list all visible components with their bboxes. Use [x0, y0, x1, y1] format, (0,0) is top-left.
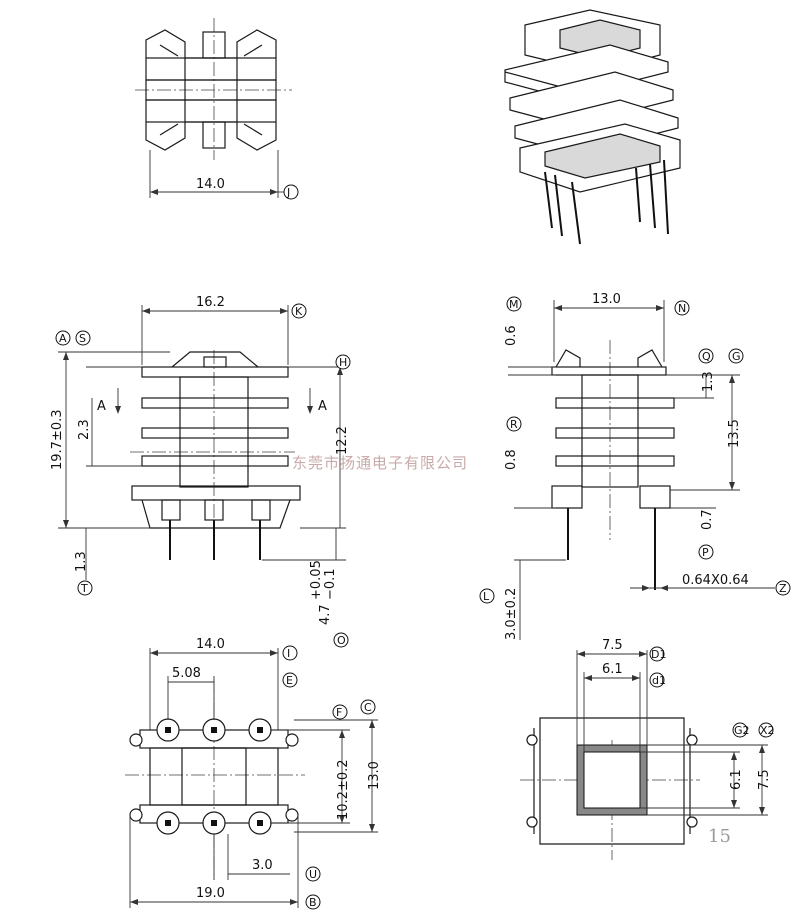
front-view: 16.2 K 19.7±0.3 A S 2.3 12.2 H A A 1.3 [50, 295, 351, 648]
callout-B: B [309, 896, 317, 909]
dim-pin-length: 4.7 [318, 604, 333, 625]
callout-G: G [732, 350, 741, 363]
dim-top-offset: 2.3 [77, 419, 92, 440]
dim-side-mid: 0.8 [504, 449, 519, 470]
dim-total-height: 19.7±0.3 [50, 409, 65, 470]
dim-side-height: 13.5 [727, 419, 742, 448]
callout-I: I [287, 647, 290, 660]
callout-D1: D1 [651, 648, 666, 661]
callout-T: T [80, 582, 88, 595]
dim-pin-offset: 3.0 [252, 858, 273, 873]
dim-core-inner-vertical: 6.1 [729, 769, 744, 790]
callout-A: A [59, 332, 67, 345]
callout-Q: Q [702, 350, 711, 363]
callout-S: S [79, 332, 86, 345]
callout-d1: d1 [652, 674, 666, 687]
section-label-right: A [318, 399, 327, 414]
callout-F: F [336, 706, 342, 719]
dim-side-pin-base: 0.7 [700, 509, 715, 530]
dim-bottom-depth: 13.0 [367, 761, 382, 790]
dim-pin-section: 0.64X0.64 [682, 573, 749, 588]
watermark: 东莞市扬通电子有限公司 [292, 454, 468, 472]
dim-pin-pitch: 5.08 [172, 666, 201, 681]
dim-side-pin-length: 3.0±0.2 [504, 588, 519, 640]
dim-winding-height: 12.2 [335, 426, 350, 455]
dim-overall-width: 19.0 [196, 886, 225, 901]
dim-front-width: 16.2 [196, 295, 225, 310]
callout-O: O [337, 634, 346, 647]
section-view: 7.5 D1 6.1 d1 6.1 7.5 G2 X2 [520, 638, 775, 860]
callout-R: R [510, 418, 518, 431]
dim-core-width: 7.5 [602, 638, 623, 653]
page-number: 15 [708, 826, 731, 847]
dim-pin-length-lower: −0.1 [323, 568, 338, 600]
callout-P: P [702, 546, 709, 559]
callout-M: M [509, 298, 519, 311]
dim-side-width: 13.0 [592, 292, 621, 307]
callout-U: U [309, 868, 317, 881]
callout-C: C [364, 701, 372, 714]
dim-core-inner: 6.1 [602, 662, 623, 677]
callout-E: E [286, 674, 293, 687]
top-view: 14.0 J [135, 18, 299, 200]
callout-X2: X2 [760, 724, 775, 737]
dim-side-top: 0.6 [504, 325, 519, 346]
callout-L: L [483, 590, 490, 603]
callout-J: J [286, 186, 290, 199]
callout-G2: G2 [734, 724, 750, 737]
callout-H: H [339, 356, 347, 369]
dim-flange-gap: 1.3 [701, 371, 716, 392]
callout-K: K [295, 305, 303, 318]
dim-row-pitch: 10.2±0.2 [336, 759, 351, 820]
dim-pin-base: 1.3 [74, 551, 89, 572]
callout-Z: Z [779, 582, 787, 595]
callout-N: N [678, 302, 686, 315]
isometric-view [504, 9, 681, 245]
section-label-left: A [97, 399, 106, 414]
bottom-view: 14.0 I 5.08 E 10.2±0.2 13.0 F C 3.0 U [125, 637, 382, 910]
dim-pin-length-upper: +0.05 [309, 560, 324, 600]
dim-top-width: 14.0 [196, 177, 225, 192]
dim-bottom-width: 14.0 [196, 637, 225, 652]
dim-core-width-vertical: 7.5 [757, 769, 772, 790]
side-view: 13.0 M N 0.6 1.3 13.5 Q G R 0.8 0.7 P 3.… [479, 292, 791, 640]
